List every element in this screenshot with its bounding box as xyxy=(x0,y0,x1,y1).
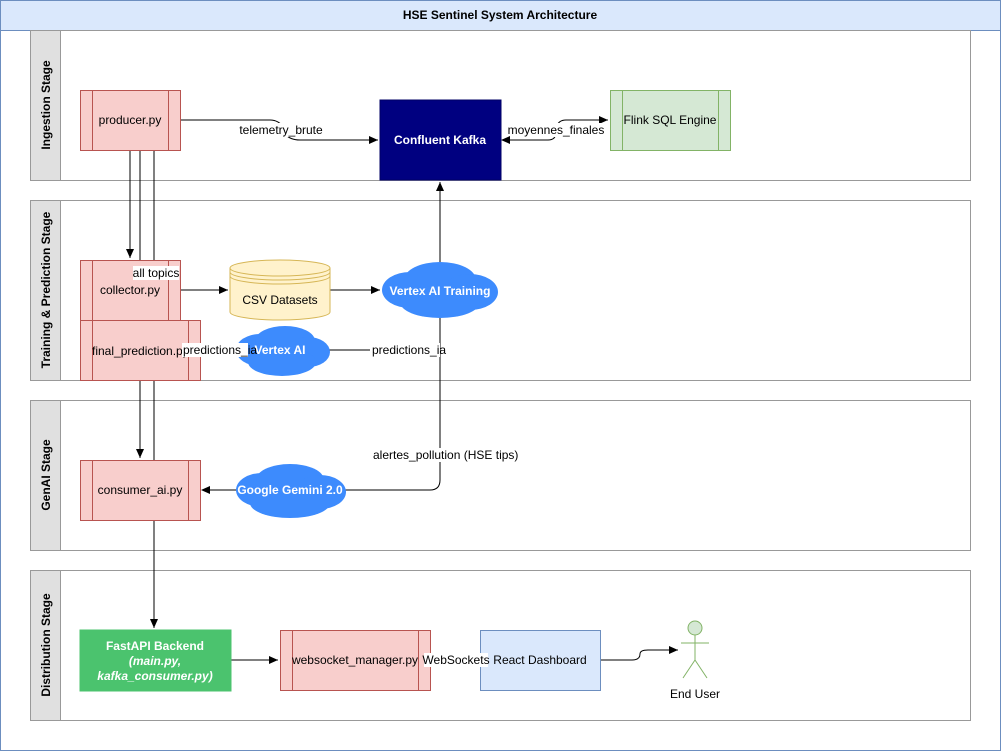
collector-label: collector.py xyxy=(100,283,160,297)
vertex-ai-node[interactable]: Vertex AI xyxy=(236,326,330,376)
lane-ingestion-label: Ingestion Stage xyxy=(39,60,53,150)
edge-label-predictions-left: predictions_ia xyxy=(183,343,257,357)
end-user-label: End User xyxy=(670,687,720,701)
gemini-label: Google Gemini 2.0 xyxy=(237,483,343,497)
pool-header xyxy=(0,0,1001,31)
fastapi-sub2: kafka_consumer.py) xyxy=(97,669,212,683)
lane-genai-label: GenAI Stage xyxy=(39,439,53,511)
gemini-node[interactable]: Google Gemini 2.0 xyxy=(236,464,346,518)
fastapi-sub1: (main.py, xyxy=(129,654,181,668)
cloud-icon xyxy=(236,326,330,376)
csv-label: CSV Datasets xyxy=(242,293,317,307)
final-prediction-label: final_prediction.py xyxy=(92,344,189,358)
end-user-node[interactable]: End User xyxy=(670,620,720,701)
fastapi-node[interactable]: FastAPI Backend (main.py, kafka_consumer… xyxy=(79,629,232,692)
react-label: React Dashboard xyxy=(493,653,586,667)
kafka-label: Confluent Kafka xyxy=(394,133,486,147)
user-icon xyxy=(681,620,709,679)
edge-react-user xyxy=(600,646,678,661)
edge-label-alertes: alertes_pollution (HSE tips) xyxy=(373,448,518,462)
cloud-icon xyxy=(382,262,498,318)
kafka-node[interactable]: Confluent Kafka xyxy=(379,99,502,181)
csv-datasets-node[interactable]: CSV Datasets xyxy=(229,259,331,321)
consumer-ai-label: consumer_ai.py xyxy=(98,483,183,497)
flink-node[interactable]: Flink SQL Engine xyxy=(610,90,731,151)
edge-labels: telemetry_brute moyennes_finales all top… xyxy=(133,123,605,667)
vertex-training-node[interactable]: Vertex AI Training xyxy=(382,262,498,318)
lane-training-label: Training & Prediction Stage xyxy=(39,211,53,368)
edge-label-all-topics: all topics xyxy=(133,266,180,280)
edge-label-telemetry: telemetry_brute xyxy=(239,123,323,137)
edge-alertes xyxy=(201,350,441,494)
vertex-ai-label: Vertex AI xyxy=(255,343,306,357)
pool-title: HSE Sentinel System Architecture xyxy=(403,8,598,22)
websocket-manager-label: websocket_manager.py xyxy=(291,653,418,667)
producer-label: producer.py xyxy=(99,113,162,127)
fastapi-title: FastAPI Backend xyxy=(106,639,204,653)
edge-label-websockets: WebSockets xyxy=(422,653,489,667)
producer-node[interactable]: producer.py xyxy=(80,90,181,151)
final-prediction-node[interactable]: final_prediction.py xyxy=(80,320,201,381)
consumer-ai-node[interactable]: consumer_ai.py xyxy=(80,460,201,521)
flink-label: Flink SQL Engine xyxy=(624,113,717,127)
cloud-icon xyxy=(236,464,346,518)
edge-label-moyennes: moyennes_finales xyxy=(508,123,605,137)
edge-label-predictions-right: predictions_ia xyxy=(372,343,446,357)
react-dashboard-node[interactable]: React Dashboard xyxy=(480,630,601,691)
lane-distribution-label: Distribution Stage xyxy=(39,593,53,697)
websocket-manager-node[interactable]: websocket_manager.py xyxy=(280,630,431,691)
vertex-training-label: Vertex AI Training xyxy=(390,284,491,298)
